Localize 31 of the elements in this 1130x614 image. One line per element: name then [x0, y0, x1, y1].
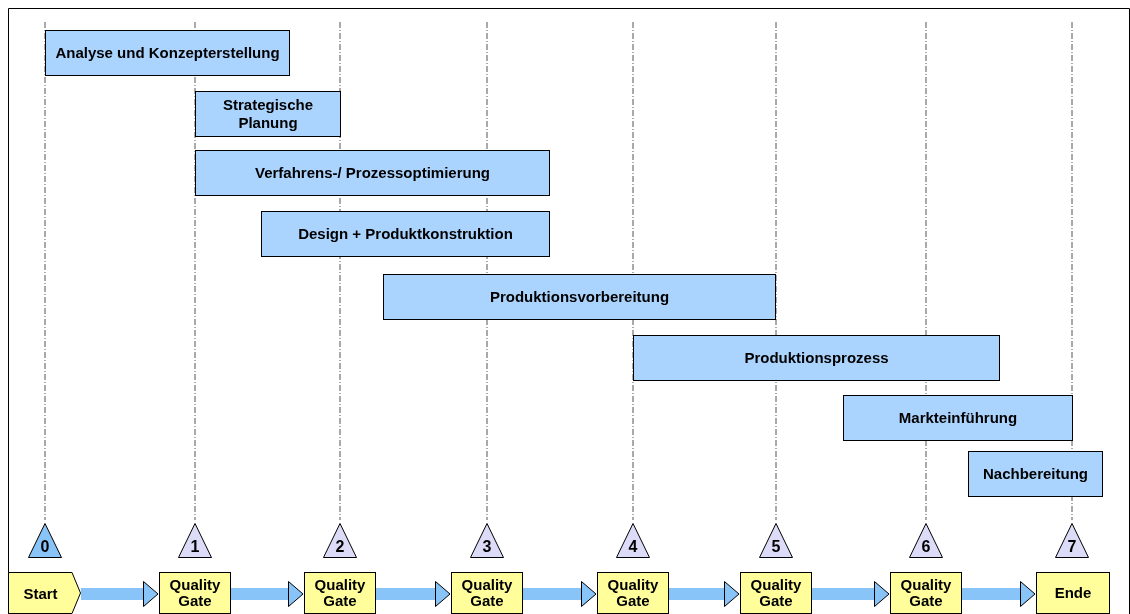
phase-bar: Produktionsprozess [633, 335, 1000, 381]
phase-bar: Strategische Planung [195, 91, 341, 137]
milestone-number: 7 [1067, 537, 1077, 556]
block-arrow [81, 581, 159, 607]
phase-bar: Produktionsvorbereitung [383, 274, 776, 320]
gate-box: Quality Gate [740, 572, 812, 614]
gate-box: Quality Gate [159, 572, 231, 614]
milestone-number: 2 [335, 537, 345, 556]
phase-bar: Nachbereitung [968, 451, 1103, 497]
gate-box: Ende [1036, 572, 1110, 614]
block-arrow [962, 581, 1036, 607]
milestone-number: 1 [190, 537, 200, 556]
start-label: Start [23, 584, 58, 602]
milestone-number: 4 [628, 537, 638, 556]
gate-box: Quality Gate [890, 572, 962, 614]
gate-box: Quality Gate [597, 572, 669, 614]
block-arrow [669, 581, 740, 607]
block-arrow [812, 581, 890, 607]
phase-bar: Markteinführung [843, 395, 1073, 441]
milestone-number: 5 [771, 537, 781, 556]
block-arrow [231, 581, 304, 607]
milestone-number: 0 [40, 537, 50, 556]
gate-box: Quality Gate [304, 572, 376, 614]
phase-bar: Verfahrens-/ Prozessoptimierung [195, 150, 550, 196]
gate-box: Quality Gate [451, 572, 523, 614]
block-arrow [523, 581, 597, 607]
milestone-number: 3 [482, 537, 492, 556]
phase-bar: Design + Produktkonstruktion [261, 211, 550, 257]
block-arrow [376, 581, 451, 607]
milestone-number: 6 [921, 537, 931, 556]
phase-bar: Analyse und Konzepterstellung [45, 30, 290, 76]
